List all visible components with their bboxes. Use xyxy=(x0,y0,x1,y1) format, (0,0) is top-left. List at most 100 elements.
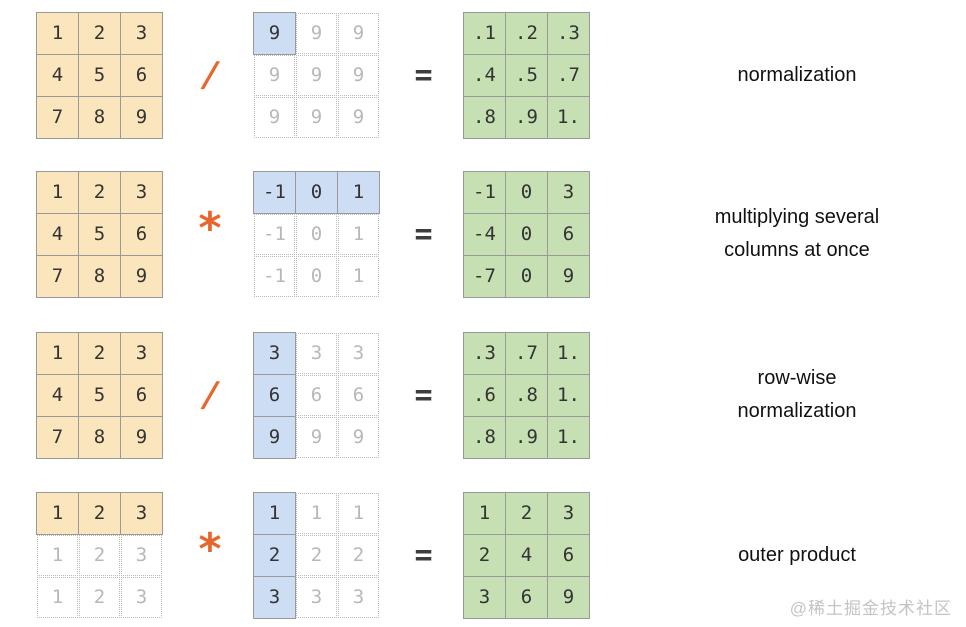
matrix-cell: 3 xyxy=(464,576,505,618)
matrix-cell: 3 xyxy=(121,576,162,618)
matrix-cell: -7 xyxy=(464,255,505,297)
row-label-line: normalization xyxy=(737,63,857,86)
multiply-operator-icon: * xyxy=(196,524,224,575)
matrix-cell: 8 xyxy=(79,416,120,458)
matrix-cell: 0 xyxy=(296,255,337,297)
matrix-cell: 1 xyxy=(37,332,78,374)
matrix-cell: 3 xyxy=(121,171,162,213)
matrix-cell: 7 xyxy=(37,96,78,138)
matrix-cell: 6 xyxy=(296,374,337,416)
matrix-cell: 3 xyxy=(296,332,337,374)
matrix-cell: .7 xyxy=(548,54,589,96)
matrix-cell: -1 xyxy=(464,171,505,213)
matrix-cell: 8 xyxy=(79,96,120,138)
matrix-cell: 3 xyxy=(121,12,162,54)
matrix-cell: 3 xyxy=(254,576,295,618)
matrix-cell: 7 xyxy=(37,255,78,297)
matrix-cell: -1 xyxy=(254,255,295,297)
matrix-cell: 4 xyxy=(506,534,547,576)
matrix-cell: 9 xyxy=(254,416,295,458)
matrix-cell: .5 xyxy=(506,54,547,96)
matrix-cell: 9 xyxy=(296,416,337,458)
matrix-cell: .4 xyxy=(464,54,505,96)
matrix-cell: 9 xyxy=(548,255,589,297)
matrix-cell: 9 xyxy=(296,96,337,138)
matrix-cell: 3 xyxy=(121,492,162,534)
matrix-cell: 4 xyxy=(37,54,78,96)
matrix-cell: 2 xyxy=(79,171,120,213)
matrix-cell: 6 xyxy=(506,576,547,618)
matrix-cell: 2 xyxy=(79,492,120,534)
matrix-cell: 6 xyxy=(548,213,589,255)
matrix-cell: 1 xyxy=(37,12,78,54)
matrix-cell: 1 xyxy=(37,171,78,213)
matrix-cell: 5 xyxy=(79,213,120,255)
matrix-cell: .9 xyxy=(506,96,547,138)
matrix-cell: 3 xyxy=(254,332,295,374)
divide-operator-icon: / xyxy=(197,375,223,415)
matrix-cell: 2 xyxy=(79,576,120,618)
matrix-cell: 9 xyxy=(338,416,379,458)
matrix-cell: 2 xyxy=(254,534,295,576)
equals-sign: = xyxy=(414,377,433,413)
matrix-cell: 9 xyxy=(121,416,162,458)
matrix-cell: 1 xyxy=(37,492,78,534)
matrix-cell: 2 xyxy=(79,12,120,54)
row-label: outer product xyxy=(594,539,966,572)
matrix-cell: 9 xyxy=(121,96,162,138)
matrix-cell: 2 xyxy=(79,534,120,576)
matrix-cell: 1. xyxy=(548,332,589,374)
matrix-cell: 9 xyxy=(296,54,337,96)
matrix-cell: 6 xyxy=(121,374,162,416)
equals-sign: = xyxy=(414,537,433,573)
matrix-cell: 3 xyxy=(548,171,589,213)
matrix-cell: 1 xyxy=(338,255,379,297)
matrix-cell: 2 xyxy=(464,534,505,576)
matrix-cell: 9 xyxy=(338,12,379,54)
matrix-cell: 2 xyxy=(506,492,547,534)
matrix-cell: 1 xyxy=(338,213,379,255)
row-label-line: row-wise xyxy=(757,367,837,389)
matrix-cell: 6 xyxy=(121,213,162,255)
matrix-cell: 1. xyxy=(548,416,589,458)
matrix-cell: .1 xyxy=(464,12,505,54)
matrix-cell: .7 xyxy=(506,332,547,374)
matrix-cell: 7 xyxy=(37,416,78,458)
matrix-cell: -1 xyxy=(254,213,295,255)
matrix-cell: .3 xyxy=(548,12,589,54)
matrix-cell: 1 xyxy=(296,492,337,534)
matrix-cell: 2 xyxy=(79,332,120,374)
row-label: normalization xyxy=(594,59,966,92)
matrix-cell: 5 xyxy=(79,54,120,96)
equals-sign: = xyxy=(414,57,433,93)
row-label-line: multiplying several xyxy=(714,206,880,228)
matrix-cell: 3 xyxy=(548,492,589,534)
matrix-cell: .3 xyxy=(464,332,505,374)
matrix-cell: 3 xyxy=(121,534,162,576)
equals-sign: = xyxy=(414,216,433,252)
row-label-line: outer product xyxy=(738,543,856,566)
matrix-cell: 9 xyxy=(254,96,295,138)
matrix-cell: 1 xyxy=(37,534,78,576)
matrix-cell: 9 xyxy=(338,96,379,138)
matrix-cell: 1 xyxy=(338,492,379,534)
matrix-cell: 2 xyxy=(296,534,337,576)
matrix-cell: 0 xyxy=(296,213,337,255)
matrix-cell: -1 xyxy=(254,171,295,213)
matrix-cell: 2 xyxy=(338,534,379,576)
matrix-cell: .9 xyxy=(506,416,547,458)
matrix-cell: 9 xyxy=(254,12,295,54)
matrix-cell: .8 xyxy=(464,416,505,458)
matrix-cell: 3 xyxy=(121,332,162,374)
